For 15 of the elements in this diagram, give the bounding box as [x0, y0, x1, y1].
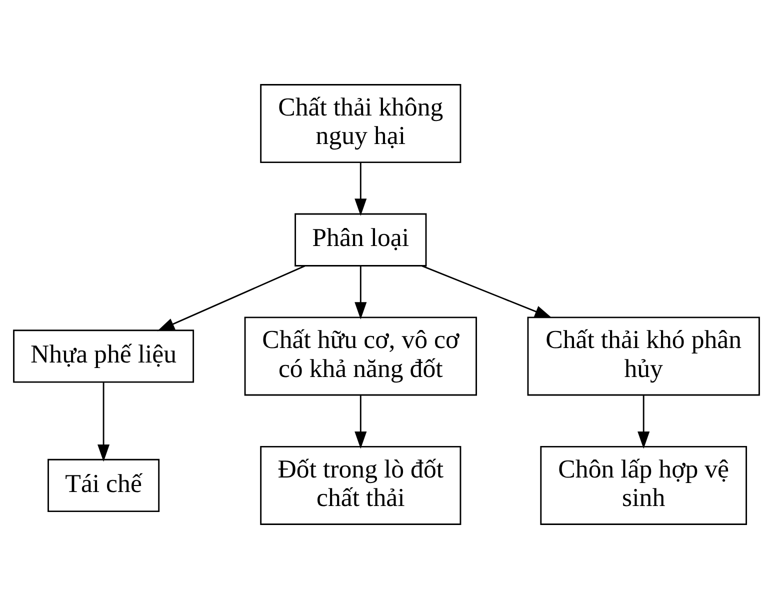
arrow — [638, 395, 650, 448]
node-box: Phân loại — [294, 212, 427, 266]
node-box: Chất thải khó phân hủy — [527, 316, 760, 396]
node-box: Đốt trong lò đốt chất thải — [260, 445, 462, 524]
node-box: Chất thải không nguy hại — [260, 84, 462, 163]
node-box: Tái chế — [48, 458, 160, 512]
arrow — [157, 264, 306, 331]
node-box: Nhựa phế liệu — [13, 329, 194, 382]
node-box: Chất hữu cơ, vô cơ có khả năng đốt — [244, 316, 477, 396]
arrow — [354, 162, 367, 216]
node-box: Chôn lấp hợp vệ sinh — [540, 445, 748, 524]
arrow — [422, 264, 552, 318]
arrow — [354, 265, 367, 319]
arrow — [354, 395, 367, 448]
arrow — [98, 382, 110, 462]
